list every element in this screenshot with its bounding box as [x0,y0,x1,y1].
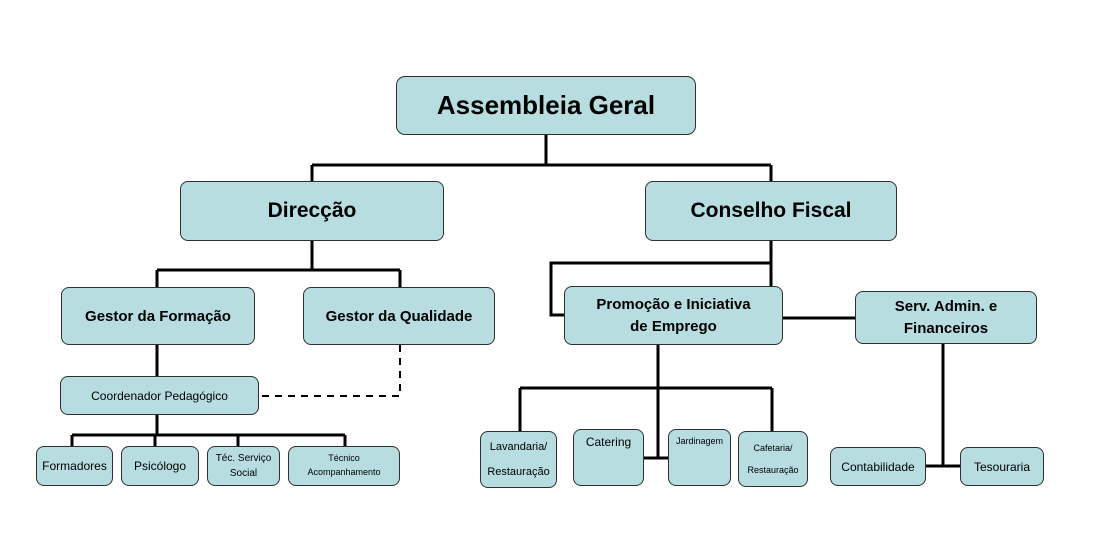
node-label: Lavandaria/ Restauração [487,440,550,478]
node-assembleia-geral: Assembleia Geral [396,76,696,135]
node-label: Formadores [42,459,107,473]
node-gestor-qualidade: Gestor da Qualidade [303,287,495,345]
node-cafetaria-restauracao: Cafetaria/ Restauração [738,431,808,487]
node-formadores: Formadores [36,446,113,486]
node-psicologo: Psicólogo [121,446,199,486]
node-serv-admin-financeiros: Serv. Admin. e Financeiros [855,291,1037,344]
node-label: Serv. Admin. e Financeiros [894,297,998,337]
node-label: Téc. Serviço Social [215,453,272,479]
node-label: Gestor da Formação [85,307,231,325]
node-label: Conselho Fiscal [690,199,852,222]
node-gestor-formacao: Gestor da Formação [61,287,255,345]
node-lavandaria-restauracao: Lavandaria/ Restauração [480,431,557,488]
dashed-connector-qualidade-coordenador [259,345,401,397]
node-label: Catering [585,435,632,449]
node-coordenador-pedagogico: Coordenador Pedagógico [60,376,259,415]
node-label: Gestor da Qualidade [325,307,473,325]
node-direccao: Direcção [180,181,444,241]
node-label: Promoção e Iniciativa de Emprego [596,295,751,335]
node-tec-servico-social: Téc. Serviço Social [207,446,280,486]
node-catering: Catering [573,429,644,486]
connector-to-promocao [549,261,771,317]
node-label: Técnico Acompanhamento [307,453,381,477]
node-contabilidade: Contabilidade [830,447,926,486]
node-tesouraria: Tesouraria [960,447,1044,486]
connector-conselho-down [769,241,855,320]
node-jardinagem: Jardinagem [668,429,731,486]
node-label: Coordenador Pedagógico [91,388,228,403]
node-label: Cafetaria/ Restauração [747,442,799,476]
node-label: Contabilidade [841,459,915,474]
node-label: Jardinagem [675,436,724,446]
node-tecnico-acompanhamento: Técnico Acompanhamento [288,446,400,486]
node-conselho-fiscal: Conselho Fiscal [645,181,897,241]
node-label: Tesouraria [973,459,1031,474]
node-label: Direcção [267,199,357,222]
node-label: Psicólogo [133,459,187,473]
node-promocao-emprego: Promoção e Iniciativa de Emprego [564,286,783,345]
node-label: Assembleia Geral [436,90,656,120]
